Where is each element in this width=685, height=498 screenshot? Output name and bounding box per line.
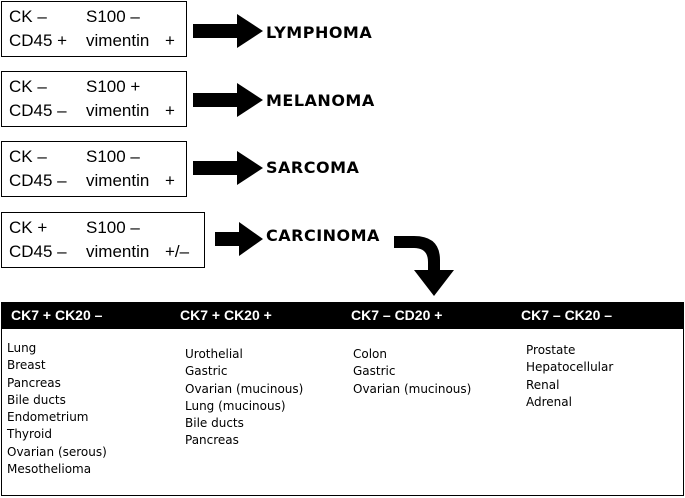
diagnosis-label: CARCINOMA bbox=[266, 226, 380, 245]
list-item: Endometrium bbox=[7, 410, 89, 425]
column-header-ck7pos-ck20neg: CK7 + CK20 – bbox=[11, 307, 103, 323]
list-item: Bile ducts bbox=[7, 392, 66, 407]
ck7-ck20-table: CK7 + CK20 – CK7 + CK20 + CK7 – CD20 + C… bbox=[1, 302, 684, 496]
marker-vimentin: vimentin bbox=[86, 31, 150, 50]
list-item: Thyroid bbox=[7, 427, 52, 442]
list-item: Ovarian (mucinous) bbox=[353, 381, 472, 396]
list-item: Adrenal bbox=[526, 394, 572, 409]
list-item: Mesothelioma bbox=[7, 462, 92, 477]
list-item: Lung (mucinous) bbox=[185, 398, 286, 413]
list-item: Ovarian (mucinous) bbox=[185, 381, 304, 396]
marker-box-melanoma: CK – S100 + CD45 – vimentin + bbox=[1, 71, 187, 127]
marker-vimentin: vimentin bbox=[86, 242, 150, 261]
diagnosis-label: LYMPHOMA bbox=[266, 23, 373, 42]
column-header-ck7neg-ck20neg: CK7 – CK20 – bbox=[521, 307, 613, 323]
marker-cd45: CD45 – bbox=[9, 171, 67, 190]
list-item: Pancreas bbox=[7, 375, 61, 390]
marker-vimentin-sign: +/– bbox=[165, 242, 190, 261]
column-list-ck7neg-ck20pos: Colon Gastric Ovarian (mucinous) bbox=[353, 346, 471, 398]
column-list-ck7pos-ck20pos: Urothelial Gastric Ovarian (mucinous) Lu… bbox=[185, 346, 303, 450]
list-item: Pancreas bbox=[185, 433, 239, 448]
list-item: Bile ducts bbox=[185, 416, 244, 431]
marker-vimentin-sign: + bbox=[165, 171, 175, 190]
list-item: Gastric bbox=[353, 364, 396, 379]
marker-cd45: CD45 – bbox=[9, 101, 67, 120]
curved-down-arrow-icon bbox=[394, 236, 454, 296]
list-item: Prostate bbox=[526, 343, 576, 357]
marker-s100: S100 – bbox=[86, 218, 140, 237]
marker-ck: CK – bbox=[9, 147, 47, 166]
marker-s100: S100 – bbox=[86, 7, 140, 26]
marker-box-lymphoma: CK – S100 – CD45 + vimentin + bbox=[1, 1, 187, 57]
marker-vimentin: vimentin bbox=[86, 101, 150, 120]
column-header-ck7neg-ck20pos: CK7 – CD20 + bbox=[351, 307, 443, 323]
list-item: Gastric bbox=[185, 364, 228, 379]
right-arrow-icon bbox=[193, 14, 263, 48]
list-item: Urothelial bbox=[185, 347, 243, 361]
right-arrow-icon bbox=[193, 83, 263, 117]
right-arrow-icon bbox=[193, 151, 263, 185]
list-item: Breast bbox=[7, 358, 46, 373]
table-header: CK7 + CK20 – CK7 + CK20 + CK7 – CD20 + C… bbox=[2, 303, 683, 329]
marker-ck: CK + bbox=[9, 218, 48, 237]
diagnosis-label: MELANOMA bbox=[266, 91, 375, 110]
marker-ck: CK – bbox=[9, 7, 47, 26]
marker-box-sarcoma: CK – S100 – CD45 – vimentin + bbox=[1, 141, 187, 197]
list-item: Renal bbox=[526, 377, 560, 392]
marker-s100: S100 + bbox=[86, 77, 141, 96]
marker-box-carcinoma: CK + S100 – CD45 – vimentin +/– bbox=[1, 212, 205, 268]
column-header-ck7pos-ck20pos: CK7 + CK20 + bbox=[180, 307, 272, 323]
right-arrow-icon bbox=[215, 222, 263, 256]
marker-vimentin-sign: + bbox=[165, 31, 175, 50]
marker-cd45: CD45 – bbox=[9, 242, 67, 261]
list-item: Hepatocellular bbox=[526, 360, 614, 375]
column-list-ck7pos-ck20neg: Lung Breast Pancreas Bile ducts Endometr… bbox=[7, 340, 107, 478]
marker-ck: CK – bbox=[9, 77, 47, 96]
list-item: Colon bbox=[353, 347, 388, 361]
list-item: Ovarian (serous) bbox=[7, 444, 107, 459]
marker-vimentin-sign: + bbox=[165, 101, 175, 120]
list-item: Lung bbox=[7, 341, 37, 355]
marker-cd45: CD45 + bbox=[9, 31, 68, 50]
column-list-ck7neg-ck20neg: Prostate Hepatocellular Renal Adrenal bbox=[526, 342, 613, 411]
marker-s100: S100 – bbox=[86, 147, 140, 166]
diagnosis-label: SARCOMA bbox=[266, 158, 360, 177]
marker-vimentin: vimentin bbox=[86, 171, 150, 190]
